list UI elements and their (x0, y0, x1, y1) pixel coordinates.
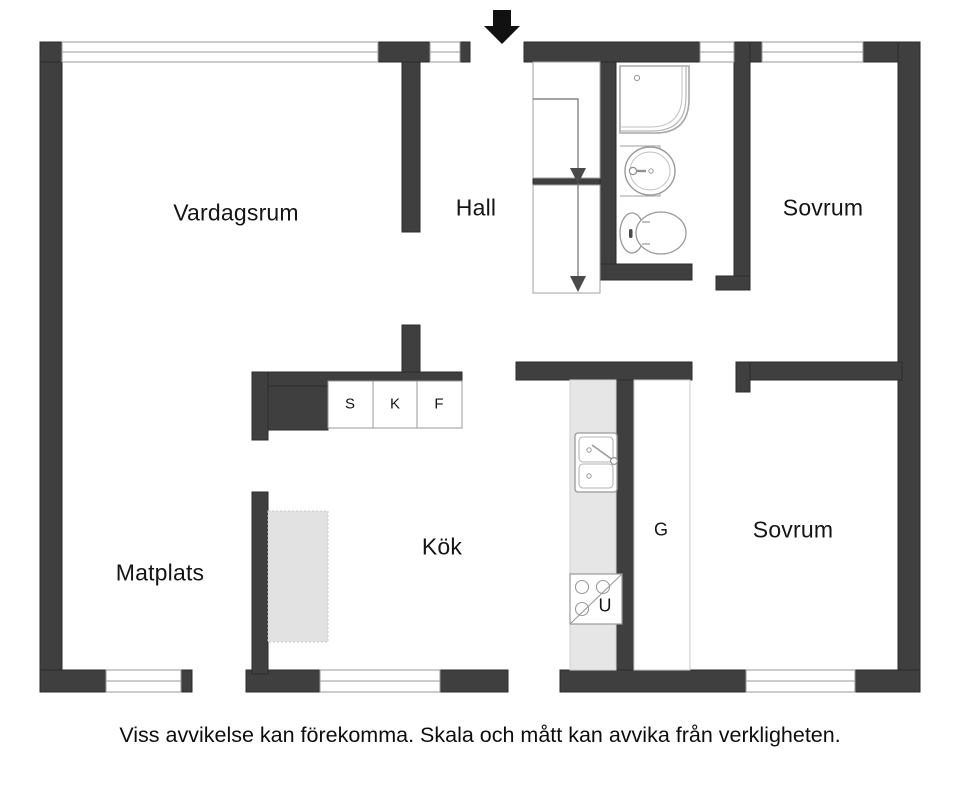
walls-group (39, 41, 921, 693)
wall-top-living-left-jamb (39, 41, 65, 63)
stove-hob-icon (569, 573, 623, 625)
window-hall-north (429, 41, 461, 63)
wall-counter-stub-up (401, 324, 421, 373)
window-bedroom-south (745, 669, 856, 693)
basin-drain (648, 168, 654, 174)
toilet-seat-neck (642, 221, 650, 245)
wall-top-hall-right-jamb (459, 41, 471, 63)
wall-hall-living-partition (401, 61, 421, 233)
room-label-matplats: Matplats (115, 559, 205, 586)
wall-counter-left-foot (251, 371, 269, 441)
wardrobe-swing-arrows (533, 98, 579, 284)
window-dining-south (105, 669, 182, 693)
wall-top-living-right-jamb (377, 41, 431, 63)
wall-bath-top (523, 41, 701, 63)
wall-bottom-left-corner (39, 669, 107, 693)
room-label-vardagsrum: Vardagsrum (173, 199, 299, 226)
entrance-arrow-icon (484, 10, 520, 44)
appliance-box-f (416, 380, 463, 429)
wardrobe-upper (532, 61, 601, 179)
shower-curtain-arc (620, 66, 687, 132)
wall-hall-bath-partition (599, 61, 617, 279)
room-label-sovrum-north: Sovrum (782, 194, 864, 221)
wardrobe-lower-arrowhead (570, 276, 586, 292)
room-label-sovrum-south: Sovrum (752, 516, 834, 543)
burner-1 (574, 579, 590, 595)
toilet-flush-button (629, 229, 633, 238)
wall-closet-divider (532, 177, 601, 186)
window-bedroom-north (761, 41, 864, 63)
wall-bottom-kitchen-right (439, 669, 509, 693)
burner-3 (574, 601, 590, 617)
shower-curtain-arc-2 (620, 66, 683, 128)
room-label-kok: Kök (421, 533, 463, 560)
wall-bottom-dining-right (180, 669, 193, 693)
burner-2 (595, 579, 611, 595)
appliance-boxes-group (327, 380, 463, 429)
window-bath-north (699, 41, 735, 63)
kitchen-shaft-group (569, 379, 617, 671)
disclaimer-text: Viss avvikelse kan förekomma. Skala och … (119, 723, 841, 747)
shaft-label-g: G (653, 519, 669, 540)
appliance-label-f: F (434, 395, 444, 413)
appliance-label-k: K (389, 395, 401, 413)
wardrobe-lower (532, 184, 601, 294)
appliance-label-s: S (344, 395, 356, 413)
wall-lower-bottom-centre (559, 669, 747, 693)
wall-shaft-right (615, 379, 635, 675)
wall-left-exterior (39, 41, 63, 693)
shower-corner-icon (619, 65, 690, 134)
wall-lower-bottom-right (854, 669, 921, 693)
window-living-north (61, 41, 379, 63)
wardrobes-group (532, 61, 601, 294)
kitchen-fixtures-group (569, 432, 623, 625)
windows-group (61, 41, 864, 693)
toilet-icon (619, 211, 687, 255)
wardrobe-upper-arrowhead (570, 168, 586, 184)
wall-bedroom-north-partition (733, 41, 751, 291)
wall-bedroom-south-top-jamb (735, 361, 751, 393)
wall-bedroom-north-door-jamb (715, 275, 751, 291)
room-label-hall: Hall (455, 194, 497, 221)
sink-drain-lower (586, 473, 592, 479)
sink-faucet-arm (591, 444, 614, 461)
appliance-box-s (327, 380, 374, 429)
toilet-bowl (635, 211, 687, 255)
kitchen-shaft-strip (569, 379, 617, 671)
kitchen-sink-icon (574, 432, 618, 493)
shower-drain-icon (633, 74, 641, 82)
shaft-g-box (633, 379, 691, 671)
basin-faucet-knob (628, 166, 638, 176)
stove-label-u: U (598, 595, 612, 616)
wash-basin-icon (620, 145, 676, 197)
wall-lower-centre-top (515, 361, 693, 381)
bathroom-fixtures-group (619, 65, 690, 255)
sink-drain-upper (586, 447, 592, 453)
shower-tray-outline (619, 65, 690, 134)
sink-faucet-head (609, 457, 618, 466)
wall-kitchen-dining-partition (251, 491, 269, 675)
wall-bedroom-south-top (735, 361, 903, 381)
wall-bath-bottom (599, 263, 693, 281)
kitchen-counter-block (267, 510, 329, 643)
window-kitchen-south (319, 669, 441, 693)
